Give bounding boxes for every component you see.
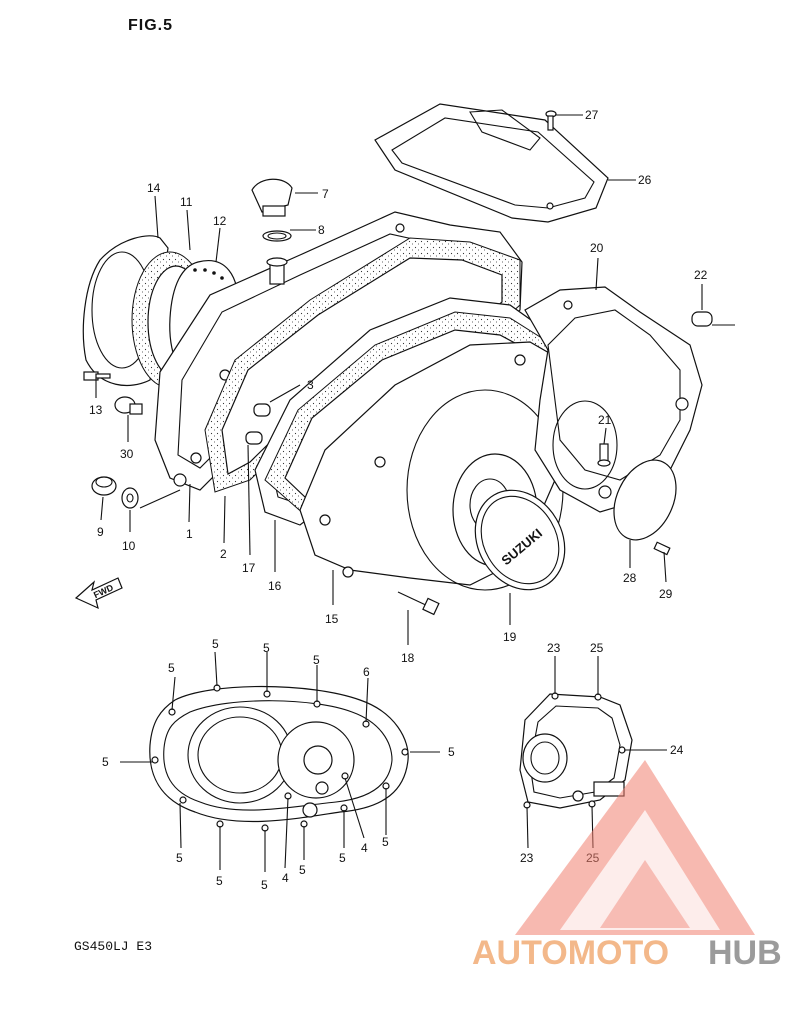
switch-30-part [114, 396, 143, 415]
washer-10-part [121, 487, 139, 509]
suzuki-emblem-cover: SUZUKI [474, 489, 566, 591]
cover-28-part [613, 459, 677, 541]
callout-13: 13 [89, 403, 103, 417]
callout-23b: 23 [520, 851, 534, 865]
callout-5i: 5 [261, 878, 268, 892]
crank-cover-20-part [524, 286, 703, 513]
callout-23a: 23 [547, 641, 561, 655]
callout-4b: 4 [361, 841, 368, 855]
callout-9: 9 [97, 525, 104, 539]
callout-5h: 5 [216, 874, 223, 888]
oil-filler-neck [266, 257, 288, 285]
callout-5g: 5 [176, 851, 183, 865]
crank-cover-detail [519, 692, 633, 809]
callout-29: 29 [659, 587, 673, 601]
callout-3: 3 [307, 378, 314, 392]
leader-lines [95, 114, 735, 872]
screw-21-part [597, 443, 611, 467]
callout-18: 18 [401, 651, 415, 665]
callout-2: 2 [220, 547, 227, 561]
callout-labels: 1 2 3 4 4 5 5 5 5 5 5 5 5 5 5 5 5 5 6 7 … [89, 108, 708, 892]
callout-28: 28 [623, 571, 637, 585]
watermark-text-primary: AUTOMOTO [472, 934, 669, 972]
oil-cap-7-part [251, 178, 293, 217]
callout-7: 7 [322, 187, 329, 201]
callout-11: 11 [180, 195, 193, 209]
callout-30: 30 [120, 447, 134, 461]
callout-5e: 5 [448, 745, 455, 759]
callout-4a: 4 [282, 871, 289, 885]
callout-5d: 5 [313, 653, 320, 667]
callout-27: 27 [585, 108, 599, 122]
callout-5k: 5 [339, 851, 346, 865]
callout-22: 22 [694, 268, 708, 282]
plug-9-part [91, 476, 117, 496]
clutch-gasket-detail [149, 684, 409, 832]
callout-5l: 5 [382, 835, 389, 849]
callout-24: 24 [670, 743, 684, 757]
o-ring-8-part [262, 230, 292, 242]
bolt-27-part [545, 110, 557, 131]
forward-arrow: FWD [74, 577, 123, 610]
bolt-18-part [397, 591, 440, 616]
callout-14: 14 [147, 181, 161, 195]
callout-1: 1 [186, 527, 193, 541]
callout-20: 20 [590, 241, 604, 255]
callout-10: 10 [122, 539, 136, 553]
callout-26: 26 [638, 173, 652, 187]
watermark-text-secondary: HUB [708, 934, 782, 972]
callout-5b: 5 [212, 637, 219, 651]
dowel-pins [245, 403, 271, 445]
bolt-29-part [653, 541, 671, 556]
model-code: GS450LJ E3 [74, 939, 152, 954]
callout-19: 19 [503, 630, 517, 644]
callout-5f: 5 [102, 755, 109, 769]
callout-17: 17 [242, 561, 256, 575]
callout-21: 21 [598, 413, 612, 427]
callout-5a: 5 [168, 661, 175, 675]
callout-25a: 25 [590, 641, 604, 655]
figure-title: FIG.5 [128, 17, 173, 34]
bolt-13-part [83, 371, 111, 381]
callout-6: 6 [363, 665, 370, 679]
cap-22-part [691, 311, 713, 327]
callout-16: 16 [268, 579, 282, 593]
valve-cover-part [374, 103, 609, 223]
callout-5j: 5 [299, 863, 306, 877]
callout-5c: 5 [263, 641, 270, 655]
watermark-logo: AUTOMOTO HUB [472, 760, 782, 972]
callout-15: 15 [325, 612, 339, 626]
callout-12: 12 [213, 214, 227, 228]
callout-8: 8 [318, 223, 325, 237]
